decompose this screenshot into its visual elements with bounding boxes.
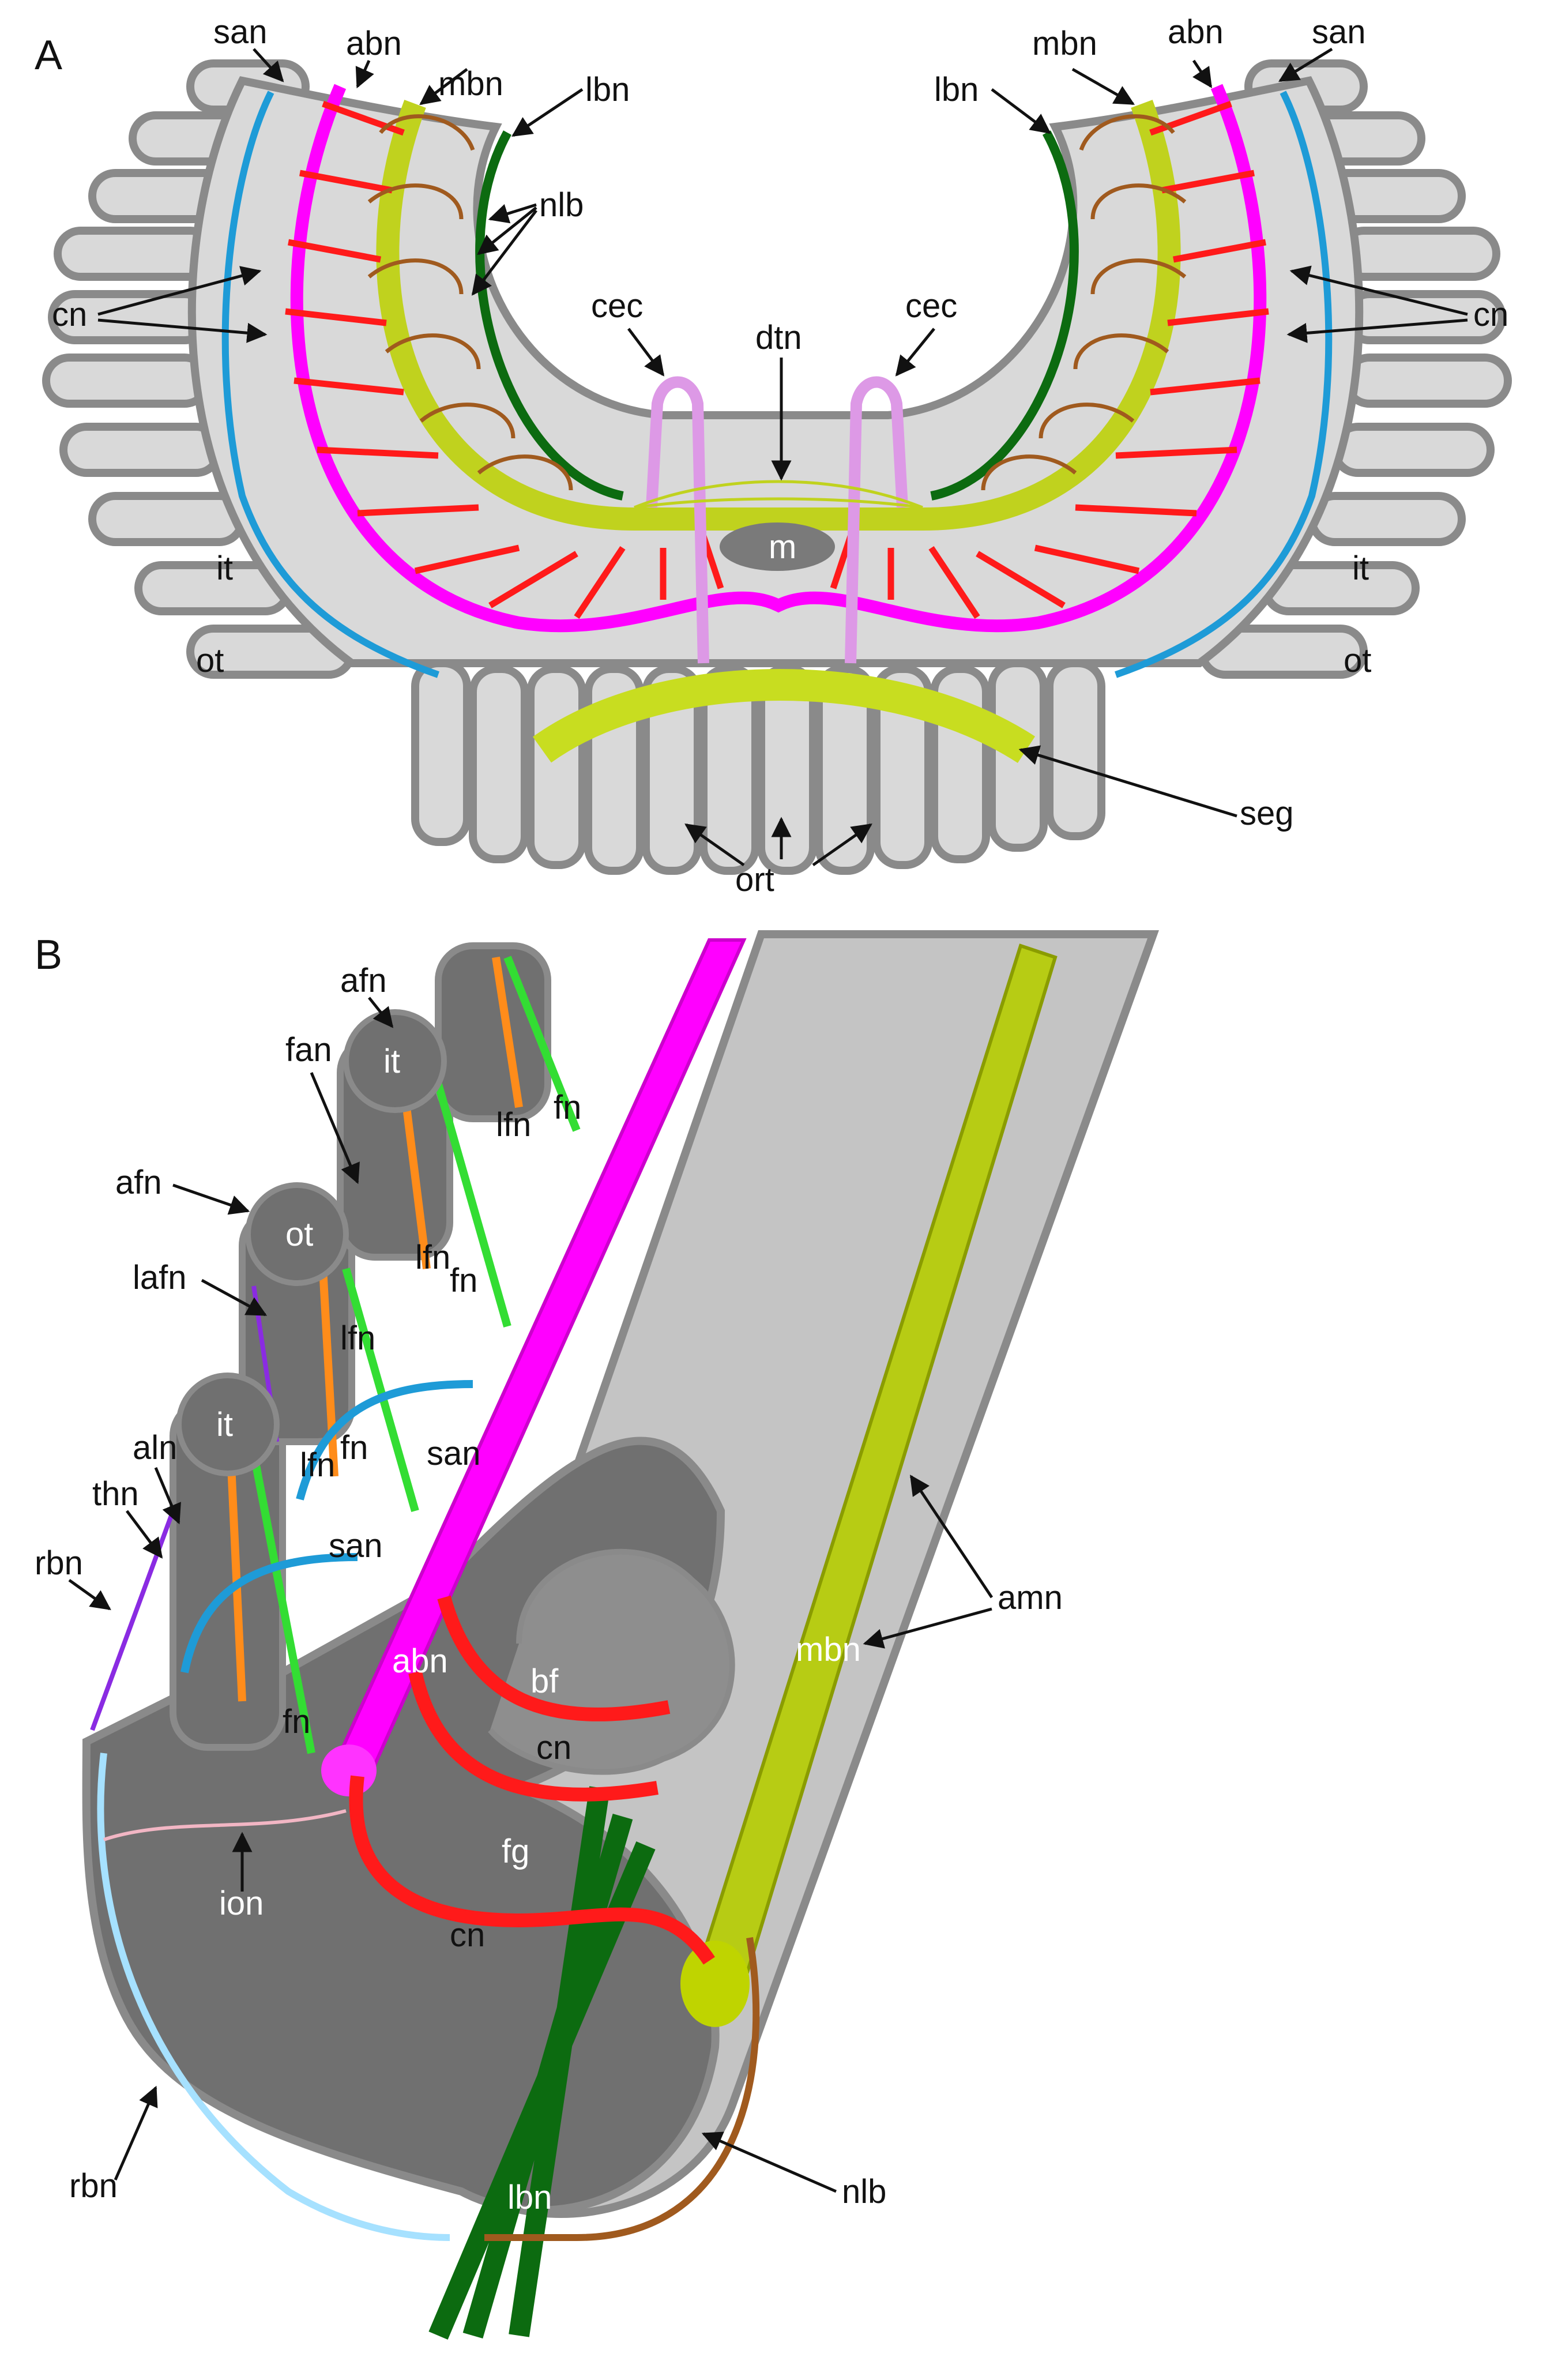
cec-left xyxy=(646,376,709,664)
label-abn-b: abn xyxy=(392,1642,448,1680)
label-bf: bf xyxy=(530,1663,559,1700)
label-dtn: dtn xyxy=(755,319,802,356)
cn-nerves xyxy=(285,100,1269,619)
label-nlb-b: nlb xyxy=(842,2173,886,2210)
abn-cut-end xyxy=(321,1744,377,1796)
label-it-b1: it xyxy=(383,1043,400,1080)
seg-band xyxy=(533,669,1036,764)
label-cn-left: cn xyxy=(52,296,87,333)
san-nerve-right xyxy=(1115,91,1333,678)
panel-a-letter: A xyxy=(35,32,62,78)
label-ot-left: ot xyxy=(196,642,224,679)
label-lfn-1: lfn xyxy=(496,1106,531,1144)
lbn-tubes xyxy=(428,1786,656,2340)
label-cn-right: cn xyxy=(1473,296,1508,333)
label-thn: thn xyxy=(92,1475,139,1513)
label-fn-3: fn xyxy=(340,1429,368,1467)
san-nerve-b xyxy=(180,1380,473,1674)
dtn-nerves xyxy=(634,480,923,509)
panel-b-letter: B xyxy=(35,932,62,978)
cec-right xyxy=(845,376,908,664)
abn-nerve xyxy=(290,84,1267,633)
label-it-b2: it xyxy=(216,1406,233,1443)
label-mbn-b: mbn xyxy=(796,1631,861,1668)
lophophore-body xyxy=(187,76,1364,667)
label-lafn: lafn xyxy=(133,1259,187,1296)
label-lbn-left: lbn xyxy=(585,71,630,108)
label-ort: ort xyxy=(735,861,774,898)
mbn-cut-end xyxy=(680,1941,750,2027)
label-fan: fan xyxy=(285,1031,332,1069)
label-rbn-1: rbn xyxy=(35,1544,83,1582)
label-cec-right: cec xyxy=(905,287,957,325)
cn-b-upper xyxy=(437,1595,671,1721)
cn-b-mid xyxy=(408,1671,659,1802)
label-fg: fg xyxy=(502,1833,529,1870)
label-lbn-right: lbn xyxy=(934,71,979,108)
label-nlb: nlb xyxy=(539,186,584,224)
label-seg: seg xyxy=(1240,795,1294,832)
label-rbn-2: rbn xyxy=(69,2167,118,2205)
label-afn-2: afn xyxy=(115,1164,162,1201)
label-it-right: it xyxy=(1352,550,1369,587)
bf-fold xyxy=(488,1548,735,1775)
label-lfn-2: lfn xyxy=(415,1239,450,1276)
label-san-right: san xyxy=(1312,13,1366,51)
label-fn-4: fn xyxy=(283,1703,310,1740)
label-san-left: san xyxy=(213,13,268,51)
label-san-1: san xyxy=(427,1435,481,1472)
label-lfn-4: lfn xyxy=(300,1446,335,1484)
rbn-nerve xyxy=(97,1753,450,2241)
label-san-2: san xyxy=(329,1527,383,1565)
label-lbn-b: lbn xyxy=(507,2179,552,2216)
label-ot-right: ot xyxy=(1344,642,1371,679)
label-amn: amn xyxy=(998,1579,1063,1616)
tentacle-sections xyxy=(176,1009,447,1476)
label-cn-b2: cn xyxy=(450,1916,485,1954)
cn-b-lower xyxy=(349,1775,715,1965)
label-it-left: it xyxy=(216,550,233,587)
label-cn-b1: cn xyxy=(536,1729,571,1766)
mbn-nerve xyxy=(376,99,1181,531)
lfn-nerves xyxy=(227,956,523,1702)
label-fn-1: fn xyxy=(554,1089,581,1126)
label-mbn-right: mbn xyxy=(1032,25,1097,62)
nlb-loops xyxy=(367,114,1187,491)
label-abn-left: abn xyxy=(346,25,402,62)
ion-nerve xyxy=(103,1809,347,1841)
panel-a: m A san abn mbn lbn nlb cn cec dtn cec l… xyxy=(35,13,1512,898)
fn-nerves xyxy=(250,956,581,1754)
label-m: m xyxy=(769,528,796,566)
label-cec-left: cec xyxy=(591,287,643,325)
label-aln: aln xyxy=(133,1429,177,1467)
arrows-b xyxy=(68,997,994,2193)
lbn-nerve-left xyxy=(475,130,624,501)
label-afn-1: afn xyxy=(340,962,387,999)
label-abn-right: abn xyxy=(1168,13,1224,51)
label-ot-b: ot xyxy=(285,1216,313,1253)
san-nerve-left xyxy=(221,91,439,678)
arrows-a xyxy=(97,47,1468,867)
lbn-nerve-right xyxy=(930,130,1079,501)
label-lfn-3: lfn xyxy=(340,1319,375,1357)
panel-b: B xyxy=(35,930,1159,2340)
mouth xyxy=(720,522,835,571)
label-fn-2: fn xyxy=(450,1262,477,1299)
